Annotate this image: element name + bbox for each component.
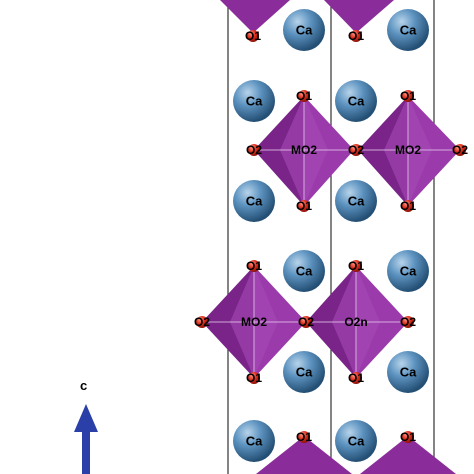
ca-atom-label: Ca	[348, 434, 365, 449]
o-atom	[248, 260, 260, 272]
o-atom-label-o1: O1	[245, 29, 261, 43]
o-atom	[248, 144, 260, 156]
ca-atom	[387, 351, 429, 393]
o-atom	[350, 260, 362, 272]
o-atom	[454, 144, 466, 156]
o-atom-label-o2: O2	[194, 315, 210, 329]
o-atom	[402, 431, 414, 443]
o-atom-label-o1: O1	[296, 199, 312, 213]
ca-atom-label: Ca	[296, 365, 313, 380]
o-atoms	[196, 30, 466, 443]
c-axis-label: c	[80, 378, 88, 393]
o-atom	[350, 30, 362, 42]
ca-atoms	[233, 9, 429, 462]
ca-atom	[233, 80, 275, 122]
o-atom-label-o1: O1	[296, 430, 312, 444]
o-atom-label-o1: O1	[348, 29, 364, 43]
o-atom-label-o1: O1	[296, 89, 312, 103]
unit-cell-lines	[227, 0, 435, 474]
metal-label: MO2	[241, 315, 267, 329]
o-atom-label-o2: O2	[400, 315, 416, 329]
o-atom-label-o2: O2	[348, 143, 364, 157]
metal-label: MO2	[395, 143, 421, 157]
o-atom	[402, 316, 414, 328]
metal-label: MO2	[291, 143, 317, 157]
o-atom	[248, 372, 260, 384]
octahedron-bottom-left	[256, 436, 352, 474]
o-atom	[300, 316, 312, 328]
ca-atom-label: Ca	[400, 264, 417, 279]
octahedron-top-left	[220, 0, 290, 33]
metal-label-o2n: O2n	[344, 315, 367, 329]
ca-atom	[283, 351, 325, 393]
o-atom-label-o2: O2	[298, 315, 314, 329]
arrow-head-icon	[74, 404, 98, 432]
ca-atom	[283, 9, 325, 51]
ca-atom-label: Ca	[400, 365, 417, 380]
ca-atom	[283, 250, 325, 292]
o-atom-label-o2: O2	[246, 143, 262, 157]
o-atom-label-o1: O1	[400, 199, 416, 213]
c-axis-arrow	[74, 404, 98, 474]
o-atom-label-o1: O1	[348, 259, 364, 273]
ca-atom-label: Ca	[246, 94, 263, 109]
o-atom-label-o1: O1	[400, 430, 416, 444]
o-atom	[247, 30, 259, 42]
o-atom	[402, 200, 414, 212]
o-atom	[402, 90, 414, 102]
o-atom	[350, 372, 362, 384]
o-atom	[298, 90, 310, 102]
ca-atom-label: Ca	[400, 23, 417, 38]
ca-atom-label: Ca	[348, 94, 365, 109]
octahedron-bottom-right	[360, 436, 456, 474]
ca-atom-label: Ca	[348, 194, 365, 209]
o-atom	[350, 144, 362, 156]
ca-atom	[387, 9, 429, 51]
ca-atom	[387, 250, 429, 292]
o-atom	[298, 200, 310, 212]
ca-atom	[335, 420, 377, 462]
ca-atom-label: Ca	[246, 194, 263, 209]
o-atom-label-o2: O2	[452, 143, 468, 157]
o-atom-label-o1: O1	[246, 371, 262, 385]
ca-atom	[335, 80, 377, 122]
ca-atom	[233, 180, 275, 222]
octahedron-top-right	[324, 0, 394, 33]
ca-atom-label: Ca	[296, 23, 313, 38]
o-atom-label-o1: O1	[400, 89, 416, 103]
ca-atom-label: Ca	[296, 264, 313, 279]
ca-atom-label: Ca	[246, 434, 263, 449]
ca-atom	[233, 420, 275, 462]
o-atom-label-o1: O1	[348, 371, 364, 385]
o-atom	[196, 316, 208, 328]
ca-atom	[335, 180, 377, 222]
o-atom-label-o1: O1	[246, 259, 262, 273]
o-atom	[298, 431, 310, 443]
